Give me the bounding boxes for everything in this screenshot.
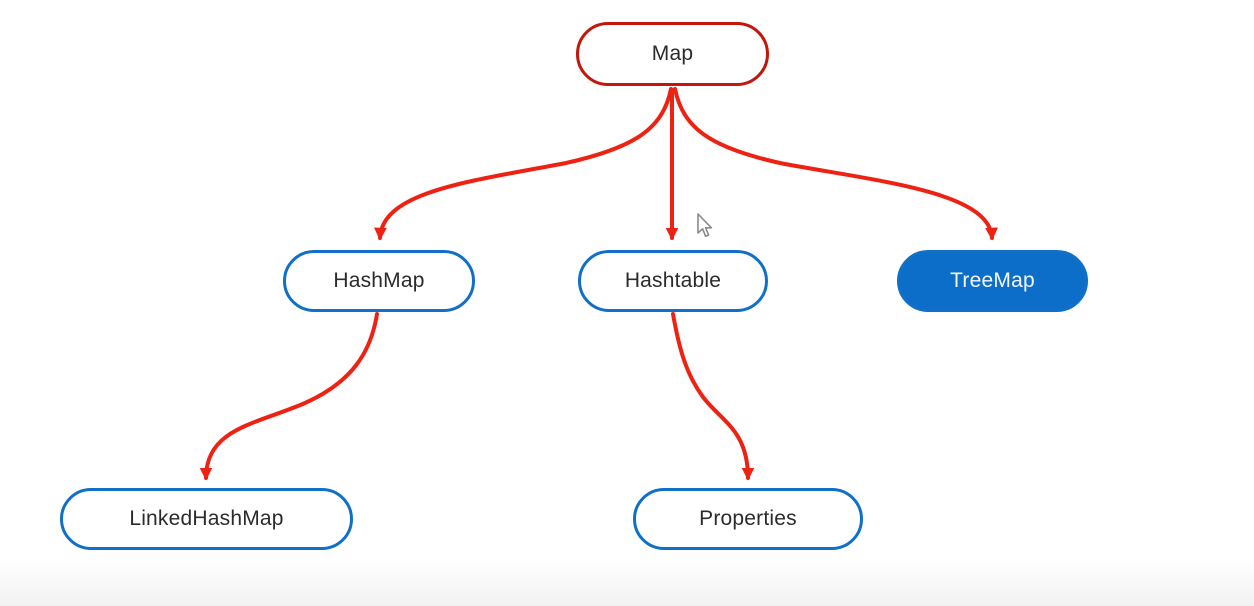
bottom-gradient [0,558,1254,606]
mouse-cursor-icon [697,213,713,238]
node-map: Map [576,22,769,86]
node-hashmap: HashMap [283,250,475,312]
edge-hashtable-properties [671,312,755,481]
node-linkedhashmap: LinkedHashMap [60,488,353,550]
node-hashtable: Hashtable [578,250,768,312]
edge-map-treemap [673,87,998,241]
edge-hashmap-linkedhashmap [199,312,379,481]
edge-map-hashmap [374,87,673,241]
node-properties: Properties [633,488,863,550]
node-treemap: TreeMap [897,250,1088,312]
